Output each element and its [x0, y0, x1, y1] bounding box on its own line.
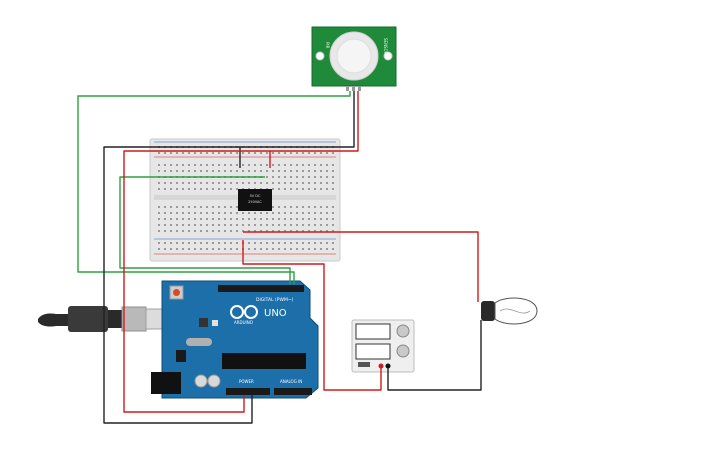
wire-black-gnd[interactable] [103, 91, 355, 424]
wire-red-power[interactable] [123, 91, 359, 413]
brand-label: ARDUINO [234, 320, 253, 325]
reset-button[interactable] [173, 289, 180, 296]
light-bulb[interactable] [481, 297, 538, 325]
wire-red-load[interactable] [243, 231, 479, 302]
digital-label: DIGITAL (PWM~) [256, 297, 294, 303]
usb-cable[interactable] [38, 306, 173, 332]
breadboard[interactable] [149, 138, 341, 262]
wire-green-signal[interactable] [77, 91, 351, 284]
relay-line1: 5V DC [250, 194, 261, 198]
relay-line2: 250VAC [248, 200, 262, 204]
wire-red-supply[interactable] [242, 240, 382, 391]
arduino-board[interactable]: DIGITAL (PWM~) UNO ARDUINO POWER ANALOG … [151, 280, 319, 399]
pir-label-right: SENSOR [383, 38, 388, 55]
pir-sensor[interactable]: PIR SENSOR [311, 26, 397, 91]
pir-label-left: PIR [325, 42, 330, 49]
wire-green-relay[interactable] [119, 176, 291, 284]
board-logo: UNO [264, 308, 287, 319]
power-supply[interactable] [351, 319, 415, 373]
relay-module[interactable]: 5V DC 250VAC [238, 189, 272, 211]
power-label: POWER [239, 379, 254, 384]
analog-label: ANALOG IN [280, 379, 302, 384]
wires [77, 91, 482, 424]
wire-black-supply[interactable] [387, 320, 482, 391]
